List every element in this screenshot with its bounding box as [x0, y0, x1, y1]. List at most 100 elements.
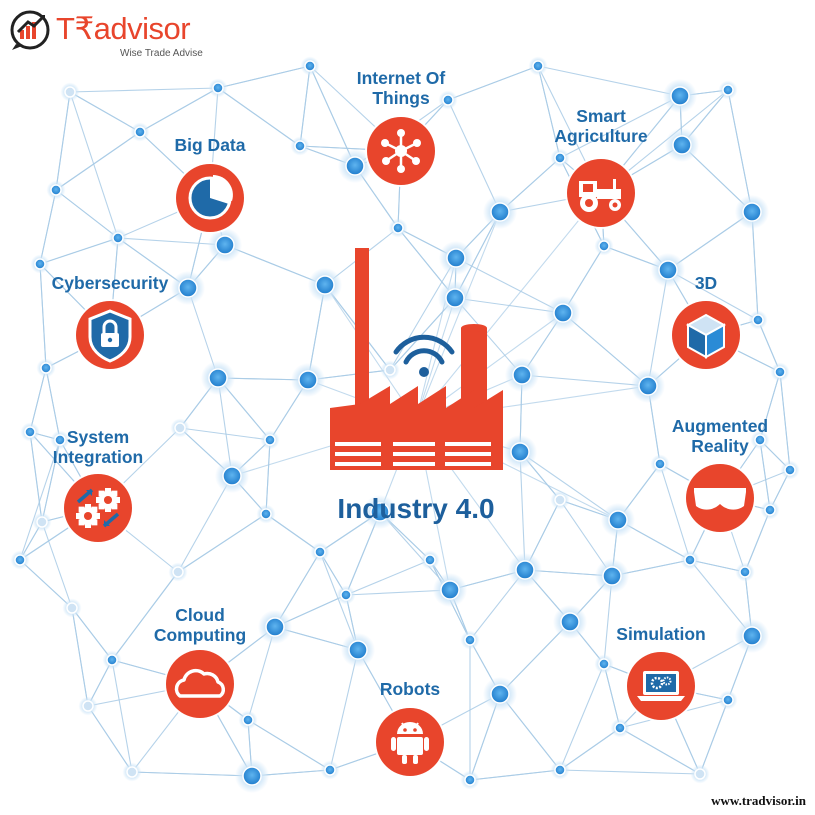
3d-label: 3D: [695, 273, 717, 293]
network-node: [598, 658, 610, 670]
network-node: [532, 60, 544, 72]
network-node: [82, 700, 94, 712]
network-node: [654, 458, 666, 470]
network-edge: [309, 65, 356, 167]
laptop-gears-icon: [637, 671, 685, 701]
system-integration-label-line: System: [66, 427, 130, 447]
network-edge: [727, 89, 753, 213]
iot-topic: [365, 115, 437, 187]
network-edge: [179, 427, 271, 441]
cube-icon: [685, 313, 727, 359]
network-edge: [217, 87, 301, 147]
network-node: [554, 494, 566, 506]
network-edge: [345, 559, 431, 596]
network-edge: [415, 211, 501, 421]
cloud-computing-badge: [166, 650, 234, 718]
augmented-reality-label-line: Reality: [691, 436, 749, 456]
network-node: [774, 366, 786, 378]
network-node: [40, 362, 52, 374]
3d-label-line: 3D: [694, 273, 718, 293]
network-node: [324, 764, 336, 776]
network-node: [722, 694, 734, 706]
robots-label-line: Robots: [379, 679, 441, 699]
network-node: [490, 684, 510, 704]
shield-lock-icon: [88, 309, 132, 363]
network-node: [345, 156, 365, 176]
big-data-label: Big Data: [175, 135, 246, 155]
network-node: [722, 84, 734, 96]
robots-topic: [374, 706, 446, 778]
network-edge: [603, 663, 621, 729]
network-node: [614, 722, 626, 734]
network-node: [242, 714, 254, 726]
augmented-reality-topic: [684, 462, 756, 534]
network-node: [112, 232, 124, 244]
network-node: [553, 303, 573, 323]
network-edge: [177, 475, 233, 573]
cybersecurity-label: Cybersecurity: [52, 273, 169, 293]
network-node: [24, 426, 36, 438]
robot-icon: [391, 722, 429, 764]
network-edge: [39, 237, 119, 265]
network-edge: [111, 659, 133, 773]
network-node: [222, 466, 242, 486]
network-edge: [759, 371, 781, 441]
network-edge: [139, 87, 219, 133]
system-integration-label-line: Integration: [52, 447, 144, 467]
network-edge: [647, 269, 669, 387]
tractor-icon: [579, 179, 621, 212]
network-node: [672, 135, 692, 155]
cloud-icon: [174, 668, 225, 698]
network-node: [134, 126, 146, 138]
network-edge: [87, 705, 133, 773]
network-edge: [659, 463, 691, 561]
system-integration-topic: [62, 472, 134, 544]
network-edge: [117, 237, 226, 246]
logo-chart-icon: [10, 10, 50, 50]
network-node: [215, 235, 235, 255]
brand-prefix: T: [56, 11, 75, 46]
cloud-computing-label-line: Cloud: [175, 605, 225, 625]
network-edge: [329, 649, 359, 771]
network-node: [298, 370, 318, 390]
smart-agriculture-label-line: Agriculture: [554, 126, 648, 146]
smart-agriculture-label-line: Smart: [576, 106, 626, 126]
network-edge: [55, 91, 71, 191]
network-edge: [537, 65, 561, 159]
network-node: [212, 82, 224, 94]
network-edge: [559, 663, 605, 771]
network-edge: [69, 91, 141, 133]
network-node: [752, 314, 764, 326]
network-edge: [469, 769, 561, 781]
network-edge: [55, 131, 141, 191]
pie-chart-icon: [188, 175, 233, 220]
network-hub-icon: [381, 129, 421, 173]
network-node: [440, 580, 460, 600]
network-node: [64, 86, 76, 98]
network-node: [392, 222, 404, 234]
network-node: [602, 566, 622, 586]
network-node: [560, 612, 580, 632]
robots-label: Robots: [380, 679, 440, 699]
cloud-computing-label-line: Computing: [153, 625, 247, 645]
network-node: [742, 202, 762, 222]
network-node: [608, 510, 628, 530]
network-node: [50, 184, 62, 196]
3d-topic: [670, 299, 742, 371]
network-edge: [744, 509, 771, 573]
network-node: [242, 766, 262, 786]
network-node: [340, 589, 352, 601]
network-edge: [55, 189, 119, 239]
smart-agriculture-topic: [565, 157, 637, 229]
network-edge: [45, 367, 61, 441]
network-edge: [415, 95, 681, 421]
network-edge: [131, 771, 253, 777]
network-edge: [751, 211, 759, 321]
network-edge: [559, 95, 681, 159]
network-node: [208, 368, 228, 388]
network-node: [754, 434, 766, 446]
network-edge: [299, 65, 311, 147]
network-edge: [224, 244, 326, 286]
